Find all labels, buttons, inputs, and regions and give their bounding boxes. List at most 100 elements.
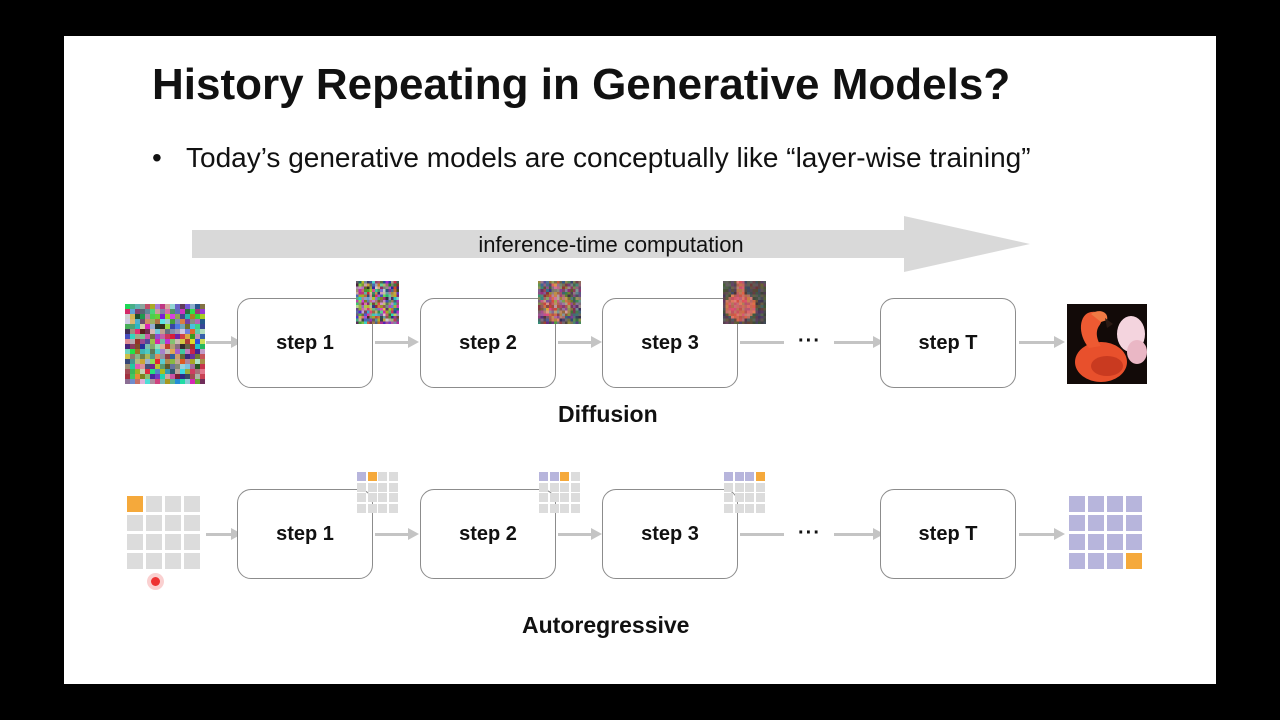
inference-arrow-label: inference-time computation (478, 232, 744, 257)
token-cell (1069, 496, 1085, 512)
token-cell (378, 493, 387, 502)
arrow-connector (375, 336, 419, 348)
token-cell (378, 503, 387, 513)
flamingo-image (1067, 304, 1147, 384)
token-cell (549, 493, 559, 502)
arrow-connector (740, 341, 784, 344)
arrow-connector (558, 336, 602, 348)
token-cell (1126, 534, 1142, 550)
token-cell (165, 496, 181, 512)
token-cell (1088, 496, 1104, 512)
token-grid-input (127, 496, 200, 569)
token-cell (570, 503, 580, 513)
token-cell (755, 482, 765, 492)
token-cell (755, 472, 765, 481)
token-cell (1126, 553, 1142, 569)
arrow-connector (1019, 336, 1065, 348)
token-cell (539, 482, 548, 492)
token-cell (1126, 496, 1142, 512)
token-cell (539, 503, 548, 513)
diffusion-step-3: step 3 (602, 298, 738, 388)
bullet-point: • Today’s generative models are conceptua… (152, 142, 1031, 174)
token-cell (560, 493, 569, 502)
token-cell (734, 493, 744, 502)
step-label: step 1 (276, 331, 334, 354)
token-cell (1126, 515, 1142, 531)
diffusion-thumbnail-2 (538, 281, 581, 324)
arrow-connector (834, 528, 884, 540)
token-cell (755, 503, 765, 513)
token-cell (357, 472, 366, 481)
token-cell (1088, 553, 1104, 569)
token-cell (724, 503, 733, 513)
token-cell (1069, 515, 1085, 531)
token-cell (184, 553, 200, 569)
token-grid-thumbnail-3 (724, 472, 765, 513)
arrow-connector (558, 528, 602, 540)
step-label: step 1 (276, 522, 334, 545)
token-cell (745, 472, 754, 481)
diffusion-label: Diffusion (558, 401, 658, 427)
token-cell (165, 515, 181, 531)
token-cell (1088, 534, 1104, 550)
autoregressive-step-2: step 2 (420, 489, 556, 579)
arrow-connector (206, 528, 242, 540)
token-cell (745, 493, 754, 502)
token-cell (1107, 515, 1123, 531)
token-cell (539, 493, 548, 502)
token-cell (724, 493, 733, 502)
noise-input-image (125, 304, 205, 384)
token-cell (184, 496, 200, 512)
token-cell (127, 496, 143, 512)
step-label: step 3 (641, 522, 699, 545)
token-cell (184, 534, 200, 550)
token-cell (357, 482, 366, 492)
token-cell (388, 472, 398, 481)
token-cell (560, 503, 569, 513)
ellipsis: ··· (798, 522, 821, 544)
token-cell (146, 553, 162, 569)
step-label: step T (918, 522, 978, 545)
token-cell (127, 515, 143, 531)
token-cell (146, 515, 162, 531)
diffusion-step-t: step T (880, 298, 1016, 388)
token-cell (378, 482, 387, 492)
token-cell (367, 503, 377, 513)
bullet-text: Today’s generative models are conceptual… (186, 142, 1031, 173)
bullet-marker: • (152, 142, 162, 173)
slide: History Repeating in Generative Models? … (64, 36, 1216, 684)
token-cell (146, 534, 162, 550)
step-label: step T (918, 331, 978, 354)
autoregressive-label: Autoregressive (522, 612, 690, 638)
pointer-cursor (151, 577, 160, 586)
token-cell (539, 472, 548, 481)
token-cell (734, 472, 744, 481)
token-cell (378, 472, 387, 481)
token-grid-thumbnail-2 (539, 472, 580, 513)
slide-title: History Repeating in Generative Models? (152, 60, 1011, 109)
diffusion-step-2: step 2 (420, 298, 556, 388)
token-cell (549, 472, 559, 481)
autoregressive-step-t: step T (880, 489, 1016, 579)
token-cell (1069, 553, 1085, 569)
token-cell (388, 493, 398, 502)
token-cell (745, 482, 754, 492)
token-cell (570, 472, 580, 481)
token-cell (549, 503, 559, 513)
token-cell (388, 482, 398, 492)
token-cell (367, 493, 377, 502)
arrow-connector (206, 336, 242, 348)
step-label: step 2 (459, 331, 517, 354)
token-cell (734, 503, 744, 513)
diffusion-step-1: step 1 (237, 298, 373, 388)
token-cell (165, 553, 181, 569)
token-cell (127, 553, 143, 569)
autoregressive-step-1: step 1 (237, 489, 373, 579)
token-cell (357, 503, 366, 513)
token-cell (1069, 534, 1085, 550)
step-label: step 3 (641, 331, 699, 354)
token-cell (570, 493, 580, 502)
token-cell (367, 472, 377, 481)
token-cell (165, 534, 181, 550)
token-cell (724, 482, 733, 492)
